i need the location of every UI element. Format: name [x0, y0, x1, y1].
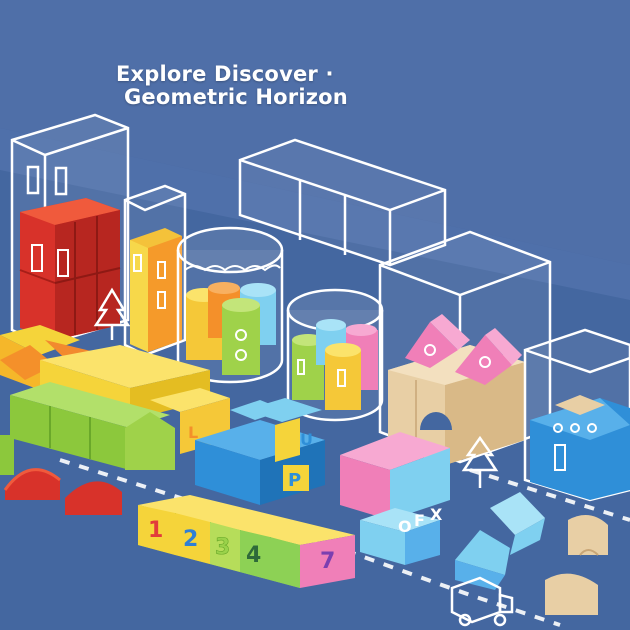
cylinder-container-large [176, 226, 284, 384]
green-cube-row [10, 382, 175, 470]
number-3: 3 [215, 535, 230, 560]
tree-icon-small [461, 435, 499, 488]
pink-roof-blocks [405, 314, 522, 385]
number-7: 7 [320, 549, 335, 574]
number-1: 1 [148, 518, 163, 543]
letter-f: F [414, 511, 425, 530]
tree-icon [93, 287, 131, 340]
light-blue-prisms [455, 492, 545, 590]
number-2: 2 [183, 527, 198, 552]
blue-house-block [530, 395, 630, 500]
letter-u: U [300, 430, 313, 449]
letter-x: X [430, 505, 443, 524]
letter-o: O [398, 517, 412, 536]
headline-line-2: Geometric Horizon [124, 85, 348, 109]
pink-blue-block-group: O F X [340, 432, 450, 565]
red-arch-blocks [3, 468, 122, 515]
truck-icon [450, 576, 514, 627]
cylinder-container-small [286, 288, 384, 422]
number-blocks-row: 1 2 3 4 7 [138, 495, 355, 588]
outline-building-back [238, 138, 447, 267]
cylinder-blocks [186, 282, 276, 375]
number-4: 4 [246, 543, 261, 568]
red-block-stack [19, 198, 121, 340]
wood-arch-blocks [545, 515, 608, 615]
headline-line-1: Explore Discover · [116, 62, 334, 86]
yellow-tower-blocks [130, 228, 182, 352]
blue-letter-cubes: P U [195, 398, 325, 505]
letter-l: L [188, 423, 198, 442]
letter-p: P [288, 470, 301, 491]
table-shadow [0, 128, 630, 300]
green-edge-block [0, 435, 14, 475]
